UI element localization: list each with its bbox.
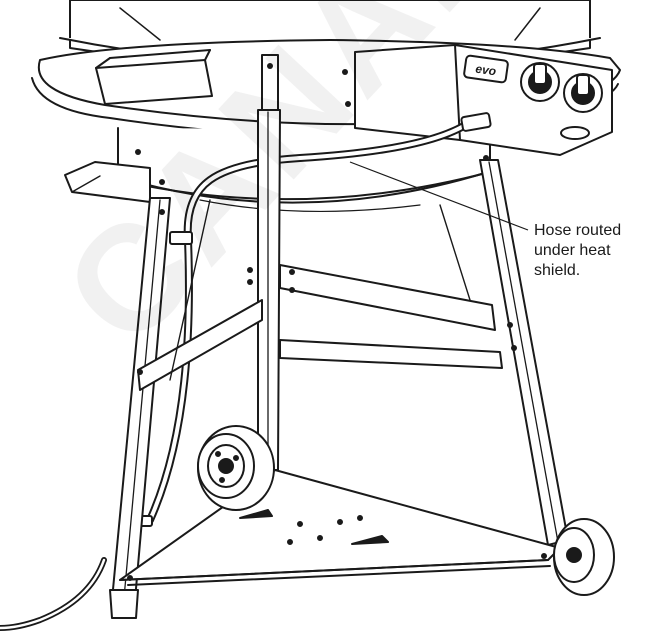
right-wheel: [553, 518, 615, 596]
back-frame-left: [169, 199, 211, 381]
tank-bracket-box-top: [95, 57, 111, 69]
tank-bracket-box: [95, 59, 213, 105]
right-knob-icon: [563, 73, 603, 113]
gas-hose-inner: [148, 120, 472, 522]
tray-hole: [287, 539, 293, 545]
hose-clip: [169, 231, 193, 245]
callout-label: Hose routed under heat shield.: [534, 221, 658, 281]
back-frame-right: [439, 204, 471, 301]
callout-leader-line: [349, 161, 529, 231]
igniter-button: [560, 126, 590, 140]
front-foot: [109, 589, 139, 619]
tray-hole: [317, 535, 323, 541]
tank-bracket-box-topline: [109, 49, 211, 59]
front-leg: [257, 109, 281, 471]
heat-shield-inner-shadow: [199, 199, 421, 212]
hose-tail-inner: [0, 558, 106, 630]
hose-fitting: [460, 112, 492, 132]
left-knob-icon: [520, 62, 560, 102]
left-diagonal-brace: [137, 299, 263, 391]
left-wheel: [197, 425, 275, 511]
cooktop-seam: [119, 7, 161, 41]
brand-badge-text: evo: [475, 62, 497, 79]
left-leg-groove: [123, 199, 161, 599]
bottom-tray-rail: [127, 565, 551, 586]
brand-badge: [463, 54, 509, 84]
heat-shield-bottom-rim: [121, 171, 489, 204]
left-bracket-fold: [71, 175, 101, 193]
tray-hole: [337, 519, 343, 525]
hose-tail: [0, 557, 107, 631]
bolt-icon: [127, 63, 547, 581]
center-post: [261, 54, 279, 111]
callout-line-1: Hose routed: [534, 222, 622, 239]
cross-brace: [279, 264, 496, 331]
left-bracket: [64, 161, 151, 203]
bottom-tray-rim: [119, 559, 549, 581]
right-leg-groove: [488, 161, 559, 543]
rear-brace: [279, 339, 503, 369]
cooktop-seam-right: [514, 7, 541, 41]
tray-vent-right: [351, 535, 389, 545]
callout-line-2: under heat: [534, 242, 611, 259]
tank-bracket-box-edge: [204, 49, 211, 61]
callout-line-3: shield.: [534, 262, 581, 279]
tray-vent-left: [239, 509, 273, 519]
tray-hole: [297, 521, 303, 527]
tray-hole: [357, 515, 363, 521]
left-leg: [111, 197, 171, 601]
